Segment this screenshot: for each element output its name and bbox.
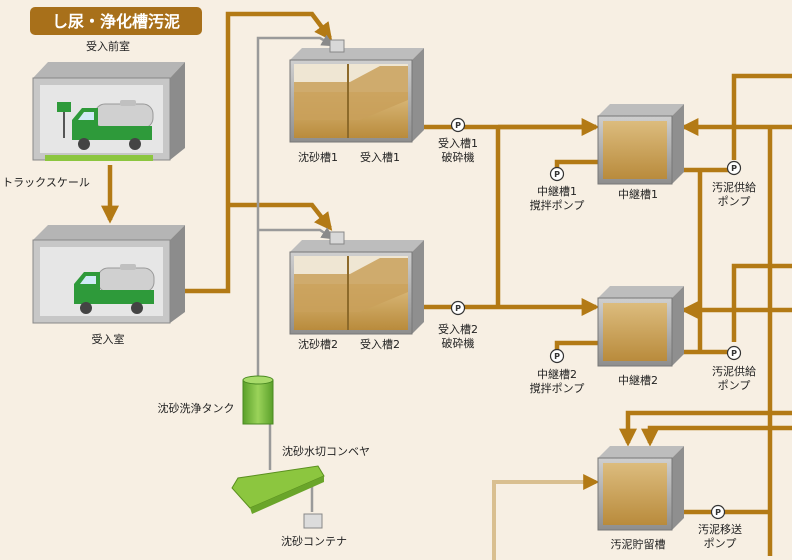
relay1-label: 中継槽1 [618,187,658,201]
inbound-pipe [492,474,600,560]
sludge-feed1-label-a: 汚泥供給 [712,180,756,194]
svg-text:P: P [554,170,560,179]
grit1-label: 沈砂槽1 [298,150,338,164]
grit-wash-tank-label: 沈砂洗浄タンク [158,401,235,415]
sludge-feed1-label-b: ポンプ [718,195,751,208]
crusher2-pump-icon: P [450,300,466,316]
svg-text:P: P [731,164,737,173]
sludge-feed-pump2-icon: P [726,345,742,361]
crusher-motor-icon [329,39,345,53]
reception-room: 受入室 [32,225,185,346]
crusher1-label-a: 受入槽1 [438,137,478,150]
sludge-transfer-label-b: ポンプ [704,537,737,550]
sludge-transfer-label-a: 汚泥移送 [698,522,742,536]
grit-conveyor: 沈砂水切コンベヤ [231,444,370,514]
svg-text:P: P [731,349,737,358]
relay-tank-2: 中継槽2 [597,286,684,387]
grit2-label: 沈砂槽2 [298,337,338,351]
reception-front-room: 受入前室 トラックスケール [2,39,185,189]
relay2-pump-label-a: 中継槽2 [537,367,577,381]
sludge-transfer-pump-icon: P [710,504,726,520]
relay1-pump-label-b: 撹拌ポンプ [530,198,585,212]
sludge-storage-tank: 汚泥貯留槽 [597,446,684,551]
grit-receiving-tank-1: 沈砂槽1 受入槽1 [289,39,424,164]
grit-container: 沈砂コンテナ [281,513,347,548]
grit-conveyor-label: 沈砂水切コンベヤ [282,444,370,458]
relay-tank-1: 中継槽1 [597,104,684,201]
grit-pipes [256,34,335,512]
crusher2-label-b: 破砕機 [442,336,475,350]
svg-text:P: P [455,121,461,130]
reception-room-label: 受入室 [92,332,125,346]
main-pipes [101,11,792,556]
grit-container-label: 沈砂コンテナ [281,534,347,548]
svg-text:P: P [554,352,560,361]
title-badge: し尿・浄化槽汚泥 [30,7,202,35]
scale-terminal-icon [57,102,71,112]
crusher-motor-icon [329,231,345,245]
sludge-feed2-label-a: 汚泥供給 [712,364,756,378]
truck-scale-label: トラックスケール [2,176,90,189]
grit-wash-tank: 沈砂洗浄タンク [158,375,274,425]
sludge-feed-pump1-icon: P [726,160,742,176]
truck-icon [72,100,154,150]
svg-text:P: P [455,304,461,313]
relay1-agitation-pump-icon: P [549,166,565,182]
relay2-pump-label-b: 撹拌ポンプ [530,381,585,395]
recv1-label: 受入槽1 [360,151,400,164]
page-title: し尿・浄化槽汚泥 [52,12,180,31]
svg-text:P: P [715,508,721,517]
crusher1-pump-icon: P [450,117,466,133]
grit-receiving-tank-2: 沈砂槽2 受入槽2 [289,231,424,351]
crusher2-label-a: 受入槽2 [438,323,478,336]
relay1-pump-label-a: 中継槽1 [537,184,577,198]
relay2-label: 中継槽2 [618,373,658,387]
truck-icon [74,264,155,314]
reception-front-label: 受入前室 [86,39,130,53]
relay2-agitation-pump-icon: P [549,348,565,364]
sludge-feed2-label-b: ポンプ [718,379,751,392]
truck-scale-plate [45,155,153,161]
recv2-label: 受入槽2 [360,338,400,351]
crusher1-label-b: 破砕機 [442,150,475,164]
sludge-storage-label: 汚泥貯留槽 [611,538,666,551]
